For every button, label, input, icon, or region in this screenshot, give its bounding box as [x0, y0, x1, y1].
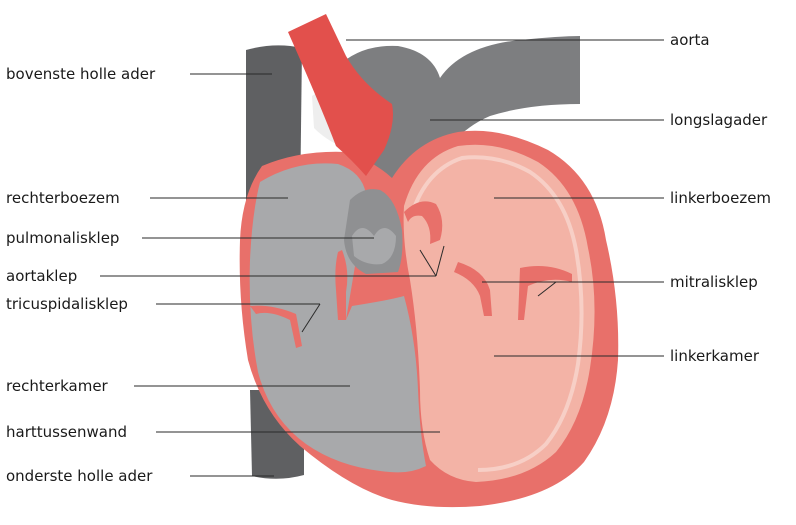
label-tricuspid-valve: tricuspidalisklep [6, 295, 128, 313]
label-pulmonary-valve: pulmonalisklep [6, 229, 119, 247]
label-pulmonary-artery: longslagader [670, 111, 768, 129]
label-mitral-valve: mitralisklep [670, 273, 758, 291]
label-left-atrium: linkerboezem [670, 189, 771, 207]
label-superior-vena-cava: bovenste holle ader [6, 65, 156, 83]
label-septum: harttussenwand [6, 423, 127, 441]
label-left-ventricle: linkerkamer [670, 347, 760, 365]
label-right-atrium: rechterboezem [6, 189, 120, 207]
aorta-shape [288, 14, 393, 176]
label-aorta: aorta [670, 31, 710, 49]
label-aortic-valve: aortaklep [6, 267, 77, 285]
label-inferior-vena-cava: onderste holle ader [6, 467, 153, 485]
left-atrium-ventricle-shape [404, 145, 595, 482]
label-right-ventricle: rechterkamer [6, 377, 109, 395]
